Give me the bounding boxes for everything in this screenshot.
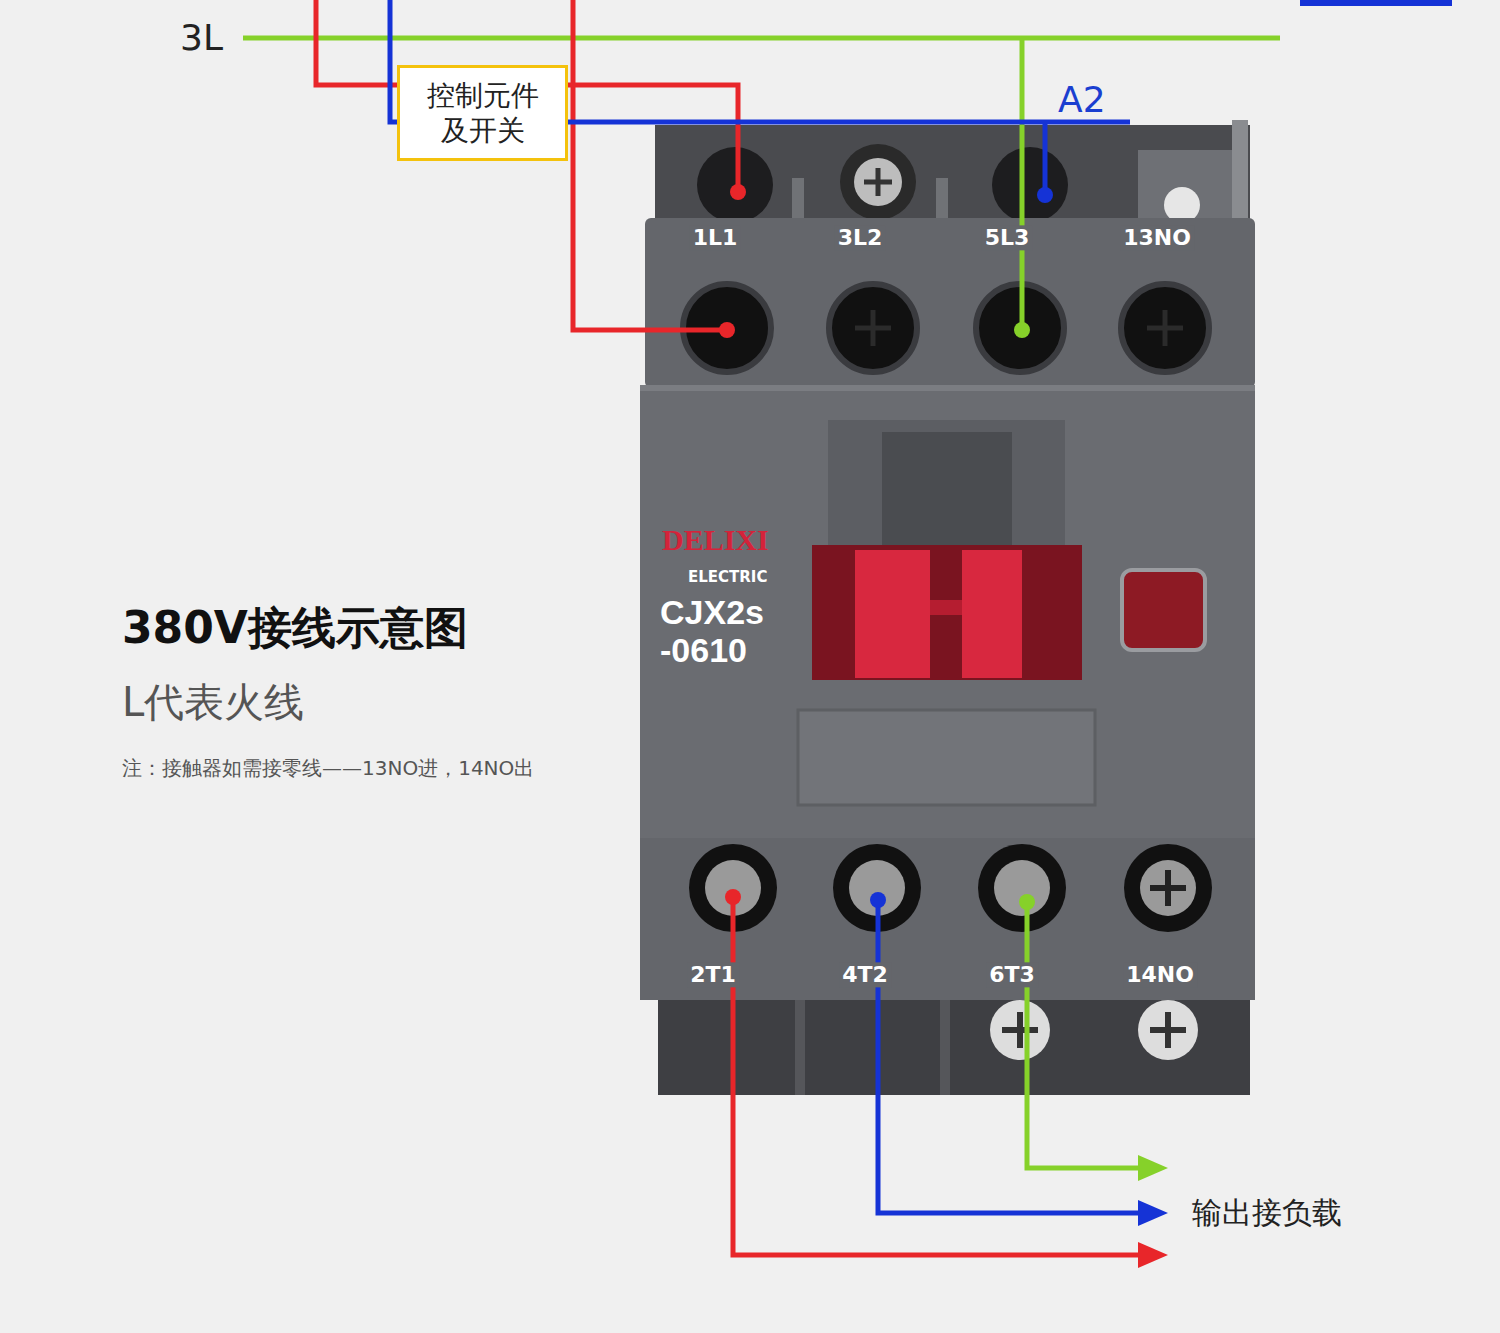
terminal-label: 6T3 [986, 962, 1038, 987]
box-label: 控制元件 及开关 [410, 78, 555, 148]
base [658, 1000, 1250, 1095]
upper-screw [992, 147, 1068, 223]
terminal-screw [978, 844, 1066, 932]
blue-output-wire [878, 898, 1142, 1213]
note: 注：接触器如需接零线——13NO进，14NO出 [122, 757, 534, 780]
terminal-label: 13NO [1120, 225, 1194, 250]
upper-slot-inner [882, 432, 1012, 545]
base-divider [940, 1000, 950, 1095]
upper-screw [840, 144, 916, 220]
terminal-label: 3L2 [835, 225, 886, 250]
brand-name: DELIXI [662, 523, 769, 558]
screw-head [1140, 860, 1196, 916]
top-divider [792, 178, 804, 220]
lower-recess [798, 710, 1095, 805]
terminal-label: 4T2 [839, 962, 891, 987]
terminal-label: 1L1 [690, 225, 741, 250]
top-divider [936, 178, 948, 220]
indicator-bar [962, 550, 1022, 678]
screw-slot [855, 310, 1183, 346]
screw-slot [1002, 1012, 1186, 1048]
wire-ends [719, 184, 1168, 1268]
wire-dot [1014, 322, 1030, 338]
terminal-band [645, 218, 1255, 388]
indicator-link [930, 600, 962, 615]
wire-stub [1300, 0, 1452, 6]
phase-label: 3L [180, 17, 223, 58]
upper-slot [828, 420, 1065, 545]
upper-screw-head [854, 158, 902, 206]
green-wire [243, 38, 1280, 330]
screw-slot [1150, 870, 1186, 906]
middle-body [640, 385, 1255, 840]
wire-dot [730, 184, 746, 200]
control-box: 控制元件 及开关 [397, 65, 568, 161]
arrowhead [1138, 1200, 1168, 1226]
diagram-title: 380V接线示意图 [122, 603, 468, 654]
status-lamp [1122, 570, 1205, 650]
coil-terminal-label: A2 [1058, 79, 1106, 120]
wire-dot [719, 322, 735, 338]
indicator-window [812, 545, 1082, 680]
wire-dot [870, 892, 886, 908]
screw-slot [864, 168, 892, 196]
blue-wire [390, 0, 1130, 195]
mount-hole [1164, 187, 1200, 223]
box-text-group: 控制元件 及开关 [410, 78, 555, 148]
wire-dot [1037, 187, 1053, 203]
subtitle: L代表火线 [122, 679, 304, 725]
screw-head [994, 860, 1050, 916]
arrowhead [1138, 1242, 1168, 1268]
red-output-wire [733, 895, 1142, 1255]
model-number: CJX2s [660, 593, 764, 632]
body-edge [640, 385, 1255, 391]
terminal-label: 14NO [1123, 962, 1197, 987]
red-wire [316, 0, 738, 330]
top-housing [655, 125, 1250, 225]
screw-head [849, 860, 905, 916]
output-screws [689, 844, 1212, 932]
output-label: 输出接负载 [1192, 1196, 1342, 1231]
terminal-label: 5L3 [982, 225, 1033, 250]
arrowhead [1138, 1155, 1168, 1181]
wire-dot [1019, 894, 1035, 910]
upper-screw [697, 147, 773, 223]
brand-subtitle: ELECTRIC [688, 569, 767, 586]
model-number: -0610 [660, 631, 747, 670]
terminal-screw [1124, 844, 1212, 932]
base-divider [795, 1000, 805, 1095]
indicator-bar [855, 550, 930, 678]
mount-rail [1232, 120, 1248, 225]
terminal-label: 2T1 [687, 962, 739, 987]
wire-dot [725, 889, 741, 905]
green-output-wire [1027, 900, 1142, 1168]
